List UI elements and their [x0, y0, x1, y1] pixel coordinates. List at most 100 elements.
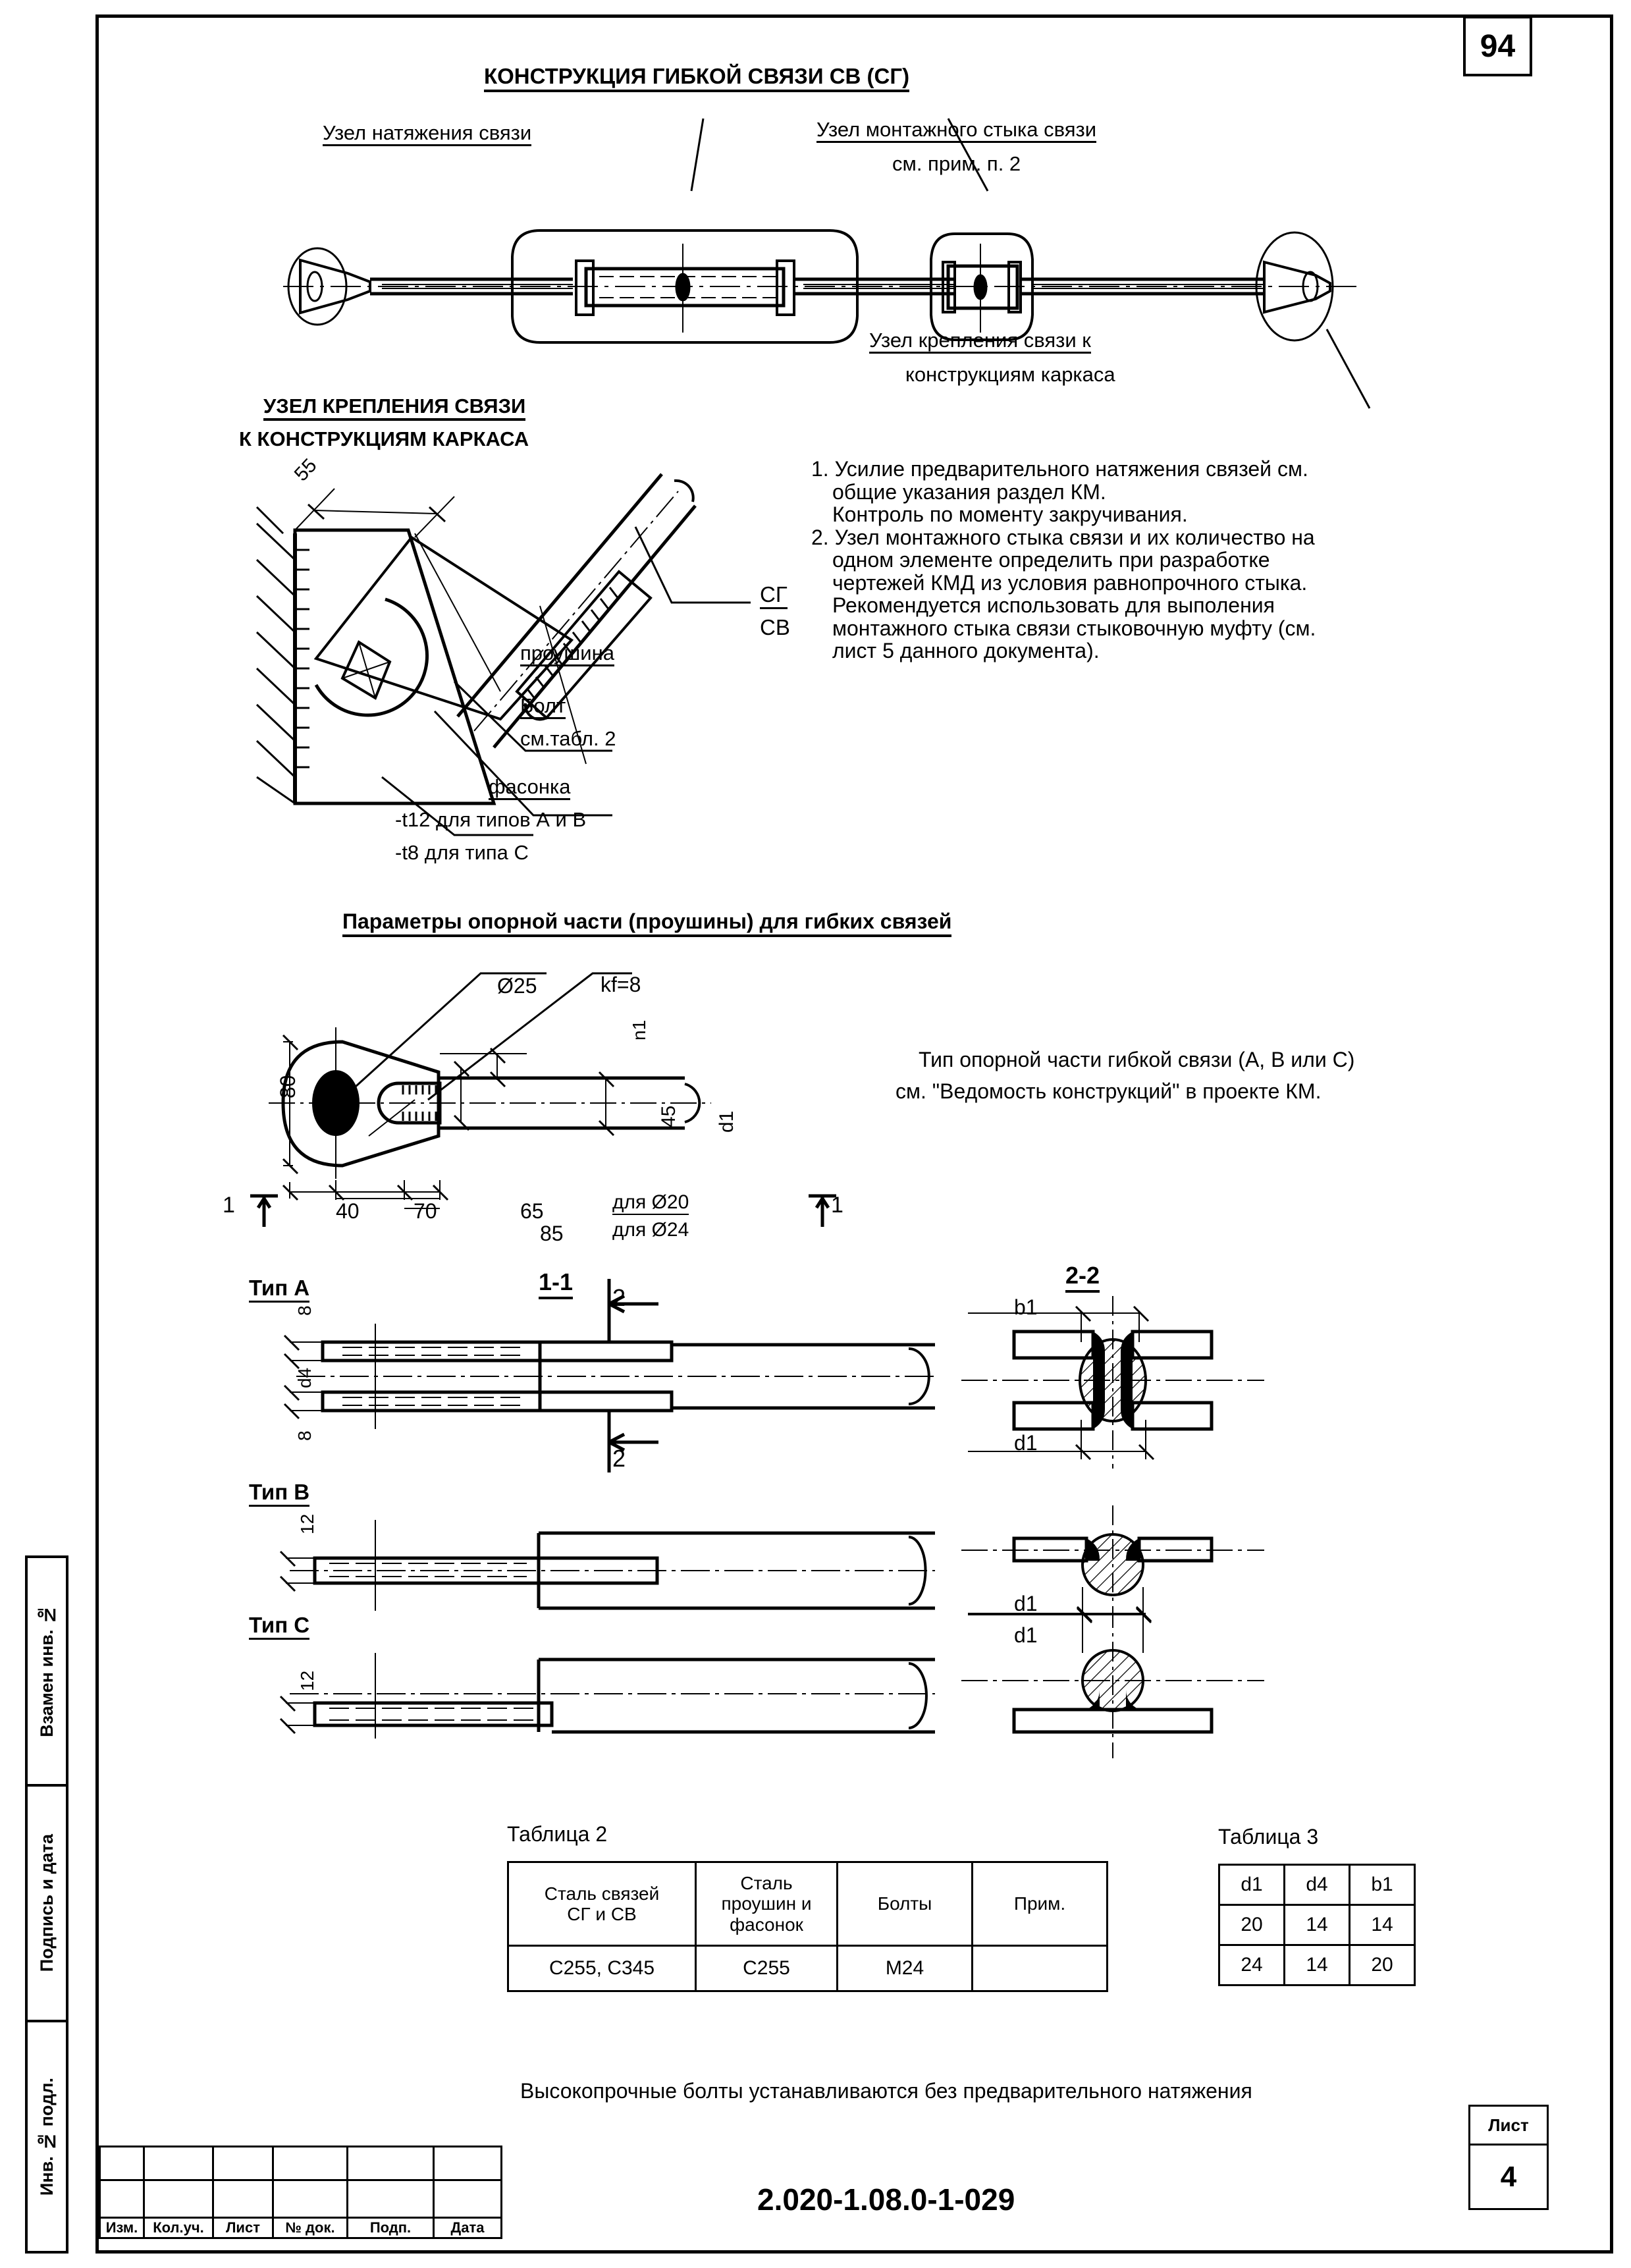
label-fasonka-c: -t8 для типа С: [395, 841, 529, 864]
margin-label-inv: Инв. № подл.: [36, 2077, 57, 2196]
attach-node-title-line1: УЗЕЛ КРЕПЛЕНИЯ СВЯЗИ: [263, 395, 526, 421]
footer-note: Высокопрочные болты устанавливаются без …: [520, 2079, 1252, 2103]
section-mark-2-top-label: 2: [612, 1284, 626, 1311]
table2-cell-bolts: М24: [836, 1945, 973, 1992]
note-line-5: одном элементе определить при разработке: [832, 548, 1270, 572]
sheet-label: Лист: [1468, 2105, 1549, 2146]
label-for-d24: для Ø24: [612, 1219, 689, 1241]
dimension-8-top: 8: [294, 1305, 315, 1316]
table3-caption: Таблица 3: [1218, 1825, 1319, 1849]
table2-col-steel-ties-text: Сталь связей СГ и СВ: [544, 1883, 660, 1924]
dimension-d4: d4: [294, 1367, 315, 1388]
callout-tension-node: Узел натяжения связи: [323, 122, 532, 147]
tb-col-ndok: № док.: [272, 2217, 348, 2239]
revision-table: Изм. Кол.уч. Лист № док. Подп. Дата: [99, 2146, 502, 2239]
section-mark-1-right-icon: [809, 1194, 836, 1227]
note-line-3: Контроль по моменту закручивания.: [832, 502, 1188, 527]
tb-col-koluch: Кол.уч.: [143, 2217, 214, 2239]
note-line-6: чертежей КМД из условия равнопрочного ст…: [832, 570, 1308, 595]
table3-header-row: d1 d4 b1: [1218, 1864, 1416, 1906]
dimension-diameter-25: Ø25: [497, 974, 537, 998]
tb-col-data: Дата: [433, 2217, 502, 2239]
sheet-value: 4: [1468, 2146, 1549, 2210]
table2: Сталь связей СГ и СВ Сталь проушин и фас…: [507, 1861, 1108, 1992]
table3-col-d1: d1: [1218, 1864, 1285, 1906]
dimension-d1-sec-a: d1: [1014, 1431, 1038, 1455]
callout-joint-node-ref: см. прим. п. 2: [892, 152, 1021, 175]
dimension-40: 40: [336, 1199, 360, 1223]
note-line-9: лист 5 данного документа).: [832, 639, 1100, 663]
table2-caption: Таблица 2: [507, 1822, 608, 1846]
type-a-longitudinal-drawing: [283, 1279, 935, 1472]
dimension-8-bottom: 8: [294, 1430, 315, 1441]
margin-cell-vzamen: Взамен инв. №: [28, 1558, 66, 1787]
table2-col-steel-lugs-text: Сталь проушин и фасонок: [721, 1872, 812, 1935]
note-line-7: Рекомендуется использовать для выполения: [832, 593, 1275, 618]
table2-col-steel-lugs: Сталь проушин и фасонок: [695, 1861, 838, 1947]
dimension-12-type-b: 12: [297, 1513, 317, 1534]
eye-plate-plan-drawing: [269, 972, 711, 1209]
title-block: Изм. Кол.уч. Лист № док. Подп. Дата 2.02…: [99, 2105, 1610, 2251]
revision-row-empty-2: [99, 2179, 502, 2219]
note-line-2: общие указания раздел КМ.: [832, 479, 1106, 504]
revision-row-empty-1: [99, 2146, 502, 2181]
note-line-1: 1. Усилие предварительного натяжения свя…: [811, 457, 1308, 481]
table3-col-b1: b1: [1349, 1864, 1416, 1906]
label-type-a: Тип А: [249, 1276, 310, 1303]
dimension-kf-8: kf=8: [601, 973, 641, 996]
label-sg: СГ: [760, 583, 788, 609]
label-bolt: Болт: [520, 695, 566, 720]
table2-cell-note: [971, 1945, 1108, 1992]
page-number: 94: [1480, 28, 1516, 64]
table3-cell-r1-d1: 24: [1218, 1944, 1285, 1986]
notes-list: 1. Усилие предварительного натяжения свя…: [811, 458, 1562, 662]
revision-header-row: Изм. Кол.уч. Лист № док. Подп. Дата: [99, 2217, 502, 2239]
callout-attach-node-line2: конструкциям каркаса: [905, 363, 1115, 386]
table2-col-bolts-text: Болты: [877, 1893, 932, 1914]
section-2-2-type-c-drawing: [961, 1607, 1264, 1758]
dimension-12-type-c: 12: [297, 1670, 317, 1691]
dimension-65: 65: [520, 1199, 544, 1223]
page-number-box: 94: [1463, 16, 1532, 76]
section-mark-1-left-icon: [250, 1194, 278, 1227]
attach-node-detail-drawing: [255, 473, 751, 836]
label-section-2-2: 2-2: [1065, 1262, 1100, 1293]
page-title: КОНСТРУКЦИЯ ГИБКОЙ СВЯЗИ СВ (СГ): [484, 65, 910, 92]
type-c-longitudinal-drawing: [279, 1653, 935, 1739]
tb-col-list: Лист: [212, 2217, 274, 2239]
dimension-80: 80: [276, 1075, 300, 1098]
label-proushina: проушина: [520, 642, 614, 667]
table2-cell-steel-lugs: С255: [695, 1945, 838, 1992]
label-sv: СВ: [760, 615, 790, 639]
table3-cell-r0-b1: 14: [1349, 1904, 1416, 1946]
note-line-4: 2. Узел монтажного стыка связи и их коли…: [811, 525, 1315, 549]
section-2-2-type-b-drawing: [961, 1505, 1264, 1627]
label-type-c: Тип С: [249, 1613, 310, 1640]
label-fasonka: фасонка: [489, 776, 571, 801]
table2-col-note-text: Прим.: [1013, 1893, 1066, 1914]
params-section-title: Параметры опорной части (проушины) для г…: [342, 910, 952, 937]
dimension-d1-sec-b: d1: [1014, 1592, 1038, 1615]
table2-cell-steel-ties: С255, С345: [507, 1945, 697, 1992]
tb-col-podp: Подп.: [346, 2217, 435, 2239]
dimension-45: 45: [658, 1105, 680, 1127]
section-mark-2-bottom-label: 2: [612, 1445, 626, 1472]
sheet-frame: [95, 14, 1613, 2254]
table3-cell-r0-d1: 20: [1218, 1904, 1285, 1946]
margin-label-vzamen: Взамен инв. №: [36, 1605, 57, 1738]
label-fasonka-ab: -t12 для типов А и В: [395, 808, 587, 831]
table-row: 20 14 14: [1218, 1904, 1416, 1946]
type-b-longitudinal-drawing: [279, 1520, 935, 1611]
label-section-1-1: 1-1: [539, 1269, 574, 1299]
table-row: С255, С345 С255 М24: [507, 1945, 1108, 1992]
sheet-number-block: Лист 4: [1468, 2105, 1549, 2251]
table2-col-note: Прим.: [971, 1861, 1108, 1947]
attach-node-title-line2: К КОНСТРУКЦИЯМ КАРКАСА: [239, 427, 529, 450]
callout-joint-node: Узел монтажного стыка связи: [816, 119, 1097, 144]
label-bolt-ref: см.табл. 2: [520, 727, 616, 750]
dimension-n1: n1: [629, 1019, 649, 1040]
margin-cell-inv: Инв. № подл.: [28, 2022, 66, 2251]
table3-cell-r1-b1: 20: [1349, 1944, 1416, 1986]
margin-label-podpis: Подпись и дата: [36, 1834, 57, 1972]
table3: d1 d4 b1 20 14 14 24 14 20: [1218, 1864, 1416, 1986]
